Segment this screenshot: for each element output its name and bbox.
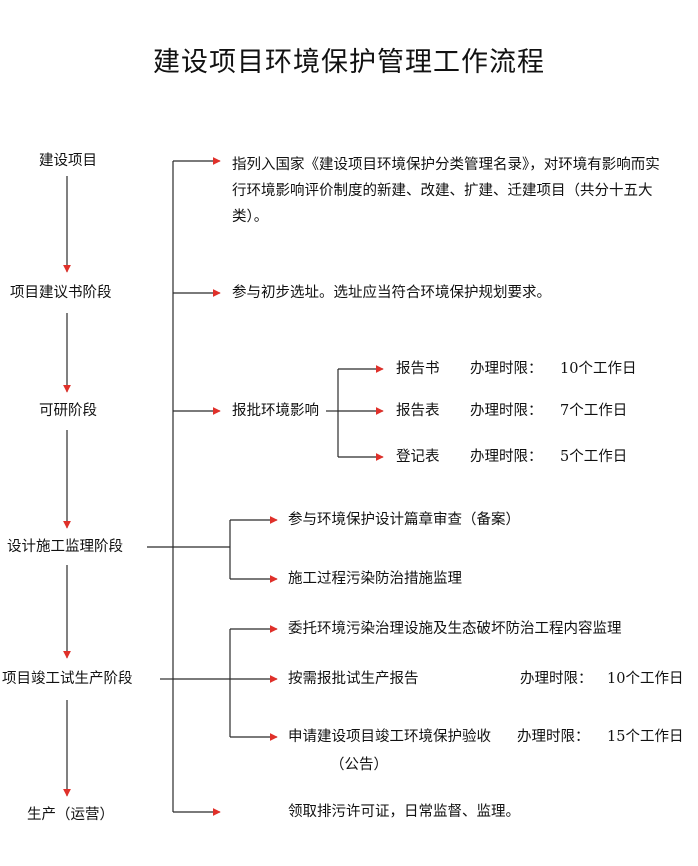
- stage5-item: 按需报批试生产报告: [288, 671, 419, 687]
- stage-label: 项目竣工试生产阶段: [2, 671, 133, 687]
- stage-label: 可研阶段: [39, 403, 97, 419]
- time-limit-value: 5个工作日: [560, 449, 628, 465]
- doc-type-registration: 登记表: [396, 449, 440, 465]
- stage5-item: 申请建设项目竣工环境保护验收: [288, 729, 491, 745]
- time-limit-value: 10个工作日: [607, 671, 684, 687]
- stage4-item: 施工过程污染防治措施监理: [288, 571, 462, 587]
- stage-label: 项目建议书阶段: [10, 285, 112, 301]
- time-limit-label: 办理时限：: [470, 449, 543, 465]
- stage-label: 生产（运营）: [27, 807, 114, 823]
- stage1-description: 指列入国家《建设项目环境保护分类管理名录》，对环境有影响而实行环境影响评价制度的…: [232, 157, 660, 225]
- time-limit-label: 办理时限：: [470, 403, 543, 419]
- stage3-label: 报批环境影响: [232, 403, 319, 419]
- time-limit-value: 7个工作日: [560, 403, 628, 419]
- time-limit-value: 15个工作日: [607, 729, 684, 745]
- time-limit-value: 10个工作日: [560, 361, 637, 377]
- stage-label: 设计施工监理阶段: [7, 539, 123, 555]
- stage2-description: 参与初步选址。选址应当符合环境保护规划要求。: [232, 285, 551, 301]
- announcement-note: （公告）: [330, 757, 388, 773]
- time-limit-label: 办理时限：: [520, 671, 593, 687]
- doc-type-form: 报告表: [396, 403, 440, 419]
- time-limit-label: 办理时限：: [470, 361, 543, 377]
- doc-type-report: 报告书: [396, 361, 440, 377]
- time-limit-label: 办理时限：: [517, 729, 590, 745]
- page-title: 建设项目环境保护管理工作流程: [153, 47, 545, 78]
- stage5-item: 委托环境污染治理设施及生态破坏防治工程内容监理: [288, 621, 622, 637]
- stage6-description: 领取排污许可证，日常监督、监理。: [288, 804, 520, 820]
- stage4-item: 参与环境保护设计篇章审查（备案）: [288, 512, 520, 528]
- stage-label: 建设项目: [39, 153, 97, 169]
